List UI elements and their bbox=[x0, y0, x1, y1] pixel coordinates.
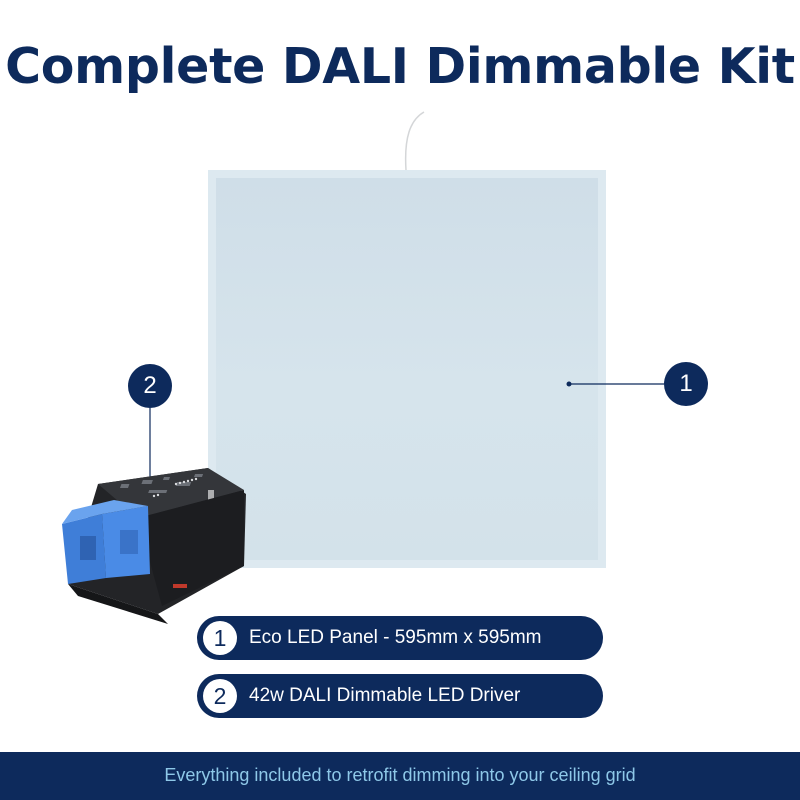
label-led-driver: 2 42w DALI Dimmable LED Driver bbox=[197, 674, 603, 718]
label-text-2: 42w DALI Dimmable LED Driver bbox=[249, 685, 521, 706]
callout-marker-2: 2 bbox=[128, 364, 172, 408]
page-title: Complete DALI Dimmable Kit bbox=[5, 38, 795, 95]
led-panel-image bbox=[208, 170, 606, 568]
led-panel-surface bbox=[216, 178, 598, 560]
panel-cable bbox=[404, 111, 425, 171]
label-text-1: Eco LED Panel - 595mm x 595mm bbox=[249, 627, 542, 648]
label-number-2: 2 bbox=[203, 679, 237, 713]
callout-marker-1: 1 bbox=[664, 362, 708, 406]
footer-banner: Everything included to retrofit dimming … bbox=[0, 752, 800, 800]
label-led-panel: 1 Eco LED Panel - 595mm x 595mm bbox=[197, 616, 603, 660]
led-driver-image bbox=[62, 468, 246, 624]
label-number-1: 1 bbox=[203, 621, 237, 655]
